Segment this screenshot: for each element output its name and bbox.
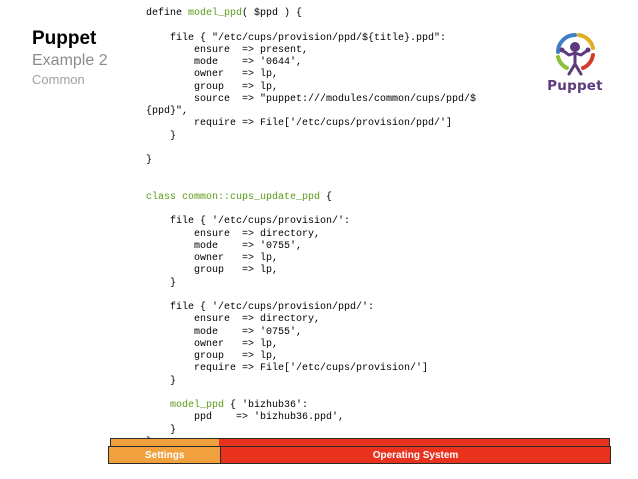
code-line [146,204,476,216]
code-text: file { '/etc/cups/provision/': [146,216,351,228]
code-line: class common::cups_update_ppd { [146,192,476,204]
code-line [146,20,476,32]
code-line: owner => lp, [146,69,476,81]
code-line [146,180,476,192]
code-text: } [146,424,177,436]
code-line [146,388,476,400]
code-line: define model_ppd( $ppd ) { [146,8,476,20]
code-text: source => "puppet:///modules/common/cups… [146,93,477,105]
code-line: ppd => 'bizhub36.ppd', [146,412,476,424]
code-text: group => lp, [146,81,279,93]
code-line [146,290,476,302]
code-text [146,400,170,411]
code-line: } [146,425,476,437]
code-line: } [146,376,476,388]
code-text: file { '/etc/cups/provision/ppd/': [146,302,375,313]
code-text: ( $ppd ) { [242,8,303,19]
code-text: } [146,375,177,387]
code-text: owner => lp, [146,338,279,350]
puppet-wordmark: Puppet [547,78,603,94]
code-text: group => lp, [146,265,279,277]
footer-nav-bar: Settings Operating System [108,446,611,464]
code-line: require => File['/etc/cups/provision/ppd… [146,118,476,130]
footer-tab-settings [111,439,221,446]
code-line: require => File['/etc/cups/provision/'] [146,363,476,375]
code-text: require => File['/etc/cups/provision/ppd… [146,118,453,130]
puppet-logo: Puppet [536,22,614,104]
code-line: source => "puppet:///modules/common/cups… [146,94,476,106]
code-text: owner => lp, [146,69,279,81]
code-keyword: class common::cups_update_ppd [146,191,321,203]
code-line [146,167,476,179]
code-text: owner => lp, [146,253,279,264]
code-line: mode => '0644', [146,57,476,69]
code-text: { 'bizhub36': [224,400,309,411]
code-line: file { '/etc/cups/provision/ppd/': [146,302,476,314]
settings-nav-button[interactable]: Settings [109,447,221,463]
code-text: {ppd}", [146,106,189,117]
slide-title: Puppet [32,28,97,49]
code-text: define [146,8,189,19]
code-line: owner => lp, [146,253,476,265]
code-block: define model_ppd( $ppd ) { file { "/etc/… [146,8,476,449]
code-line: mode => '0755', [146,327,476,339]
code-line [146,143,476,155]
code-text: { [320,191,333,203]
code-line: mode => '0755', [146,241,476,253]
code-text: } [146,130,177,142]
code-text: ppd => 'bizhub36.ppd', [146,412,345,424]
code-line: group => lp, [146,351,476,363]
code-line: group => lp, [146,265,476,277]
slide-category: Common [32,72,85,87]
code-line: } [146,131,476,143]
code-text: ensure => directory, [146,228,321,240]
code-line: ensure => directory, [146,314,476,326]
code-text: file { "/etc/cups/provision/ppd/${title}… [146,32,447,44]
code-line: file { '/etc/cups/provision/': [146,216,476,228]
slide-subtitle: Example 2 [32,52,108,69]
code-line: } [146,155,476,167]
code-text: ensure => present, [146,44,309,56]
code-text: ensure => directory, [146,314,321,326]
code-line: group => lp, [146,82,476,94]
operating-system-nav-button[interactable]: Operating System [221,447,610,463]
code-text: } [146,277,177,289]
code-text: mode => '0755', [146,240,303,252]
code-line: {ppd}", [146,106,476,118]
code-keyword: model_ppd [188,8,243,19]
code-text: mode => '0755', [146,326,303,338]
code-line: model_ppd { 'bizhub36': [146,400,476,412]
code-line: ensure => directory, [146,229,476,241]
footer-tab-os [219,439,609,446]
code-line: ensure => present, [146,45,476,57]
puppet-figure-icon [556,33,595,76]
footer-tab-strip [110,438,610,446]
code-line: } [146,278,476,290]
code-keyword: model_ppd [170,400,225,411]
code-text: mode => '0644', [146,57,303,68]
code-line: owner => lp, [146,339,476,351]
code-line: file { "/etc/cups/provision/ppd/${title}… [146,33,476,45]
code-text: group => lp, [146,351,279,362]
code-text: } [146,155,153,166]
code-text: require => File['/etc/cups/provision/'] [146,363,429,375]
